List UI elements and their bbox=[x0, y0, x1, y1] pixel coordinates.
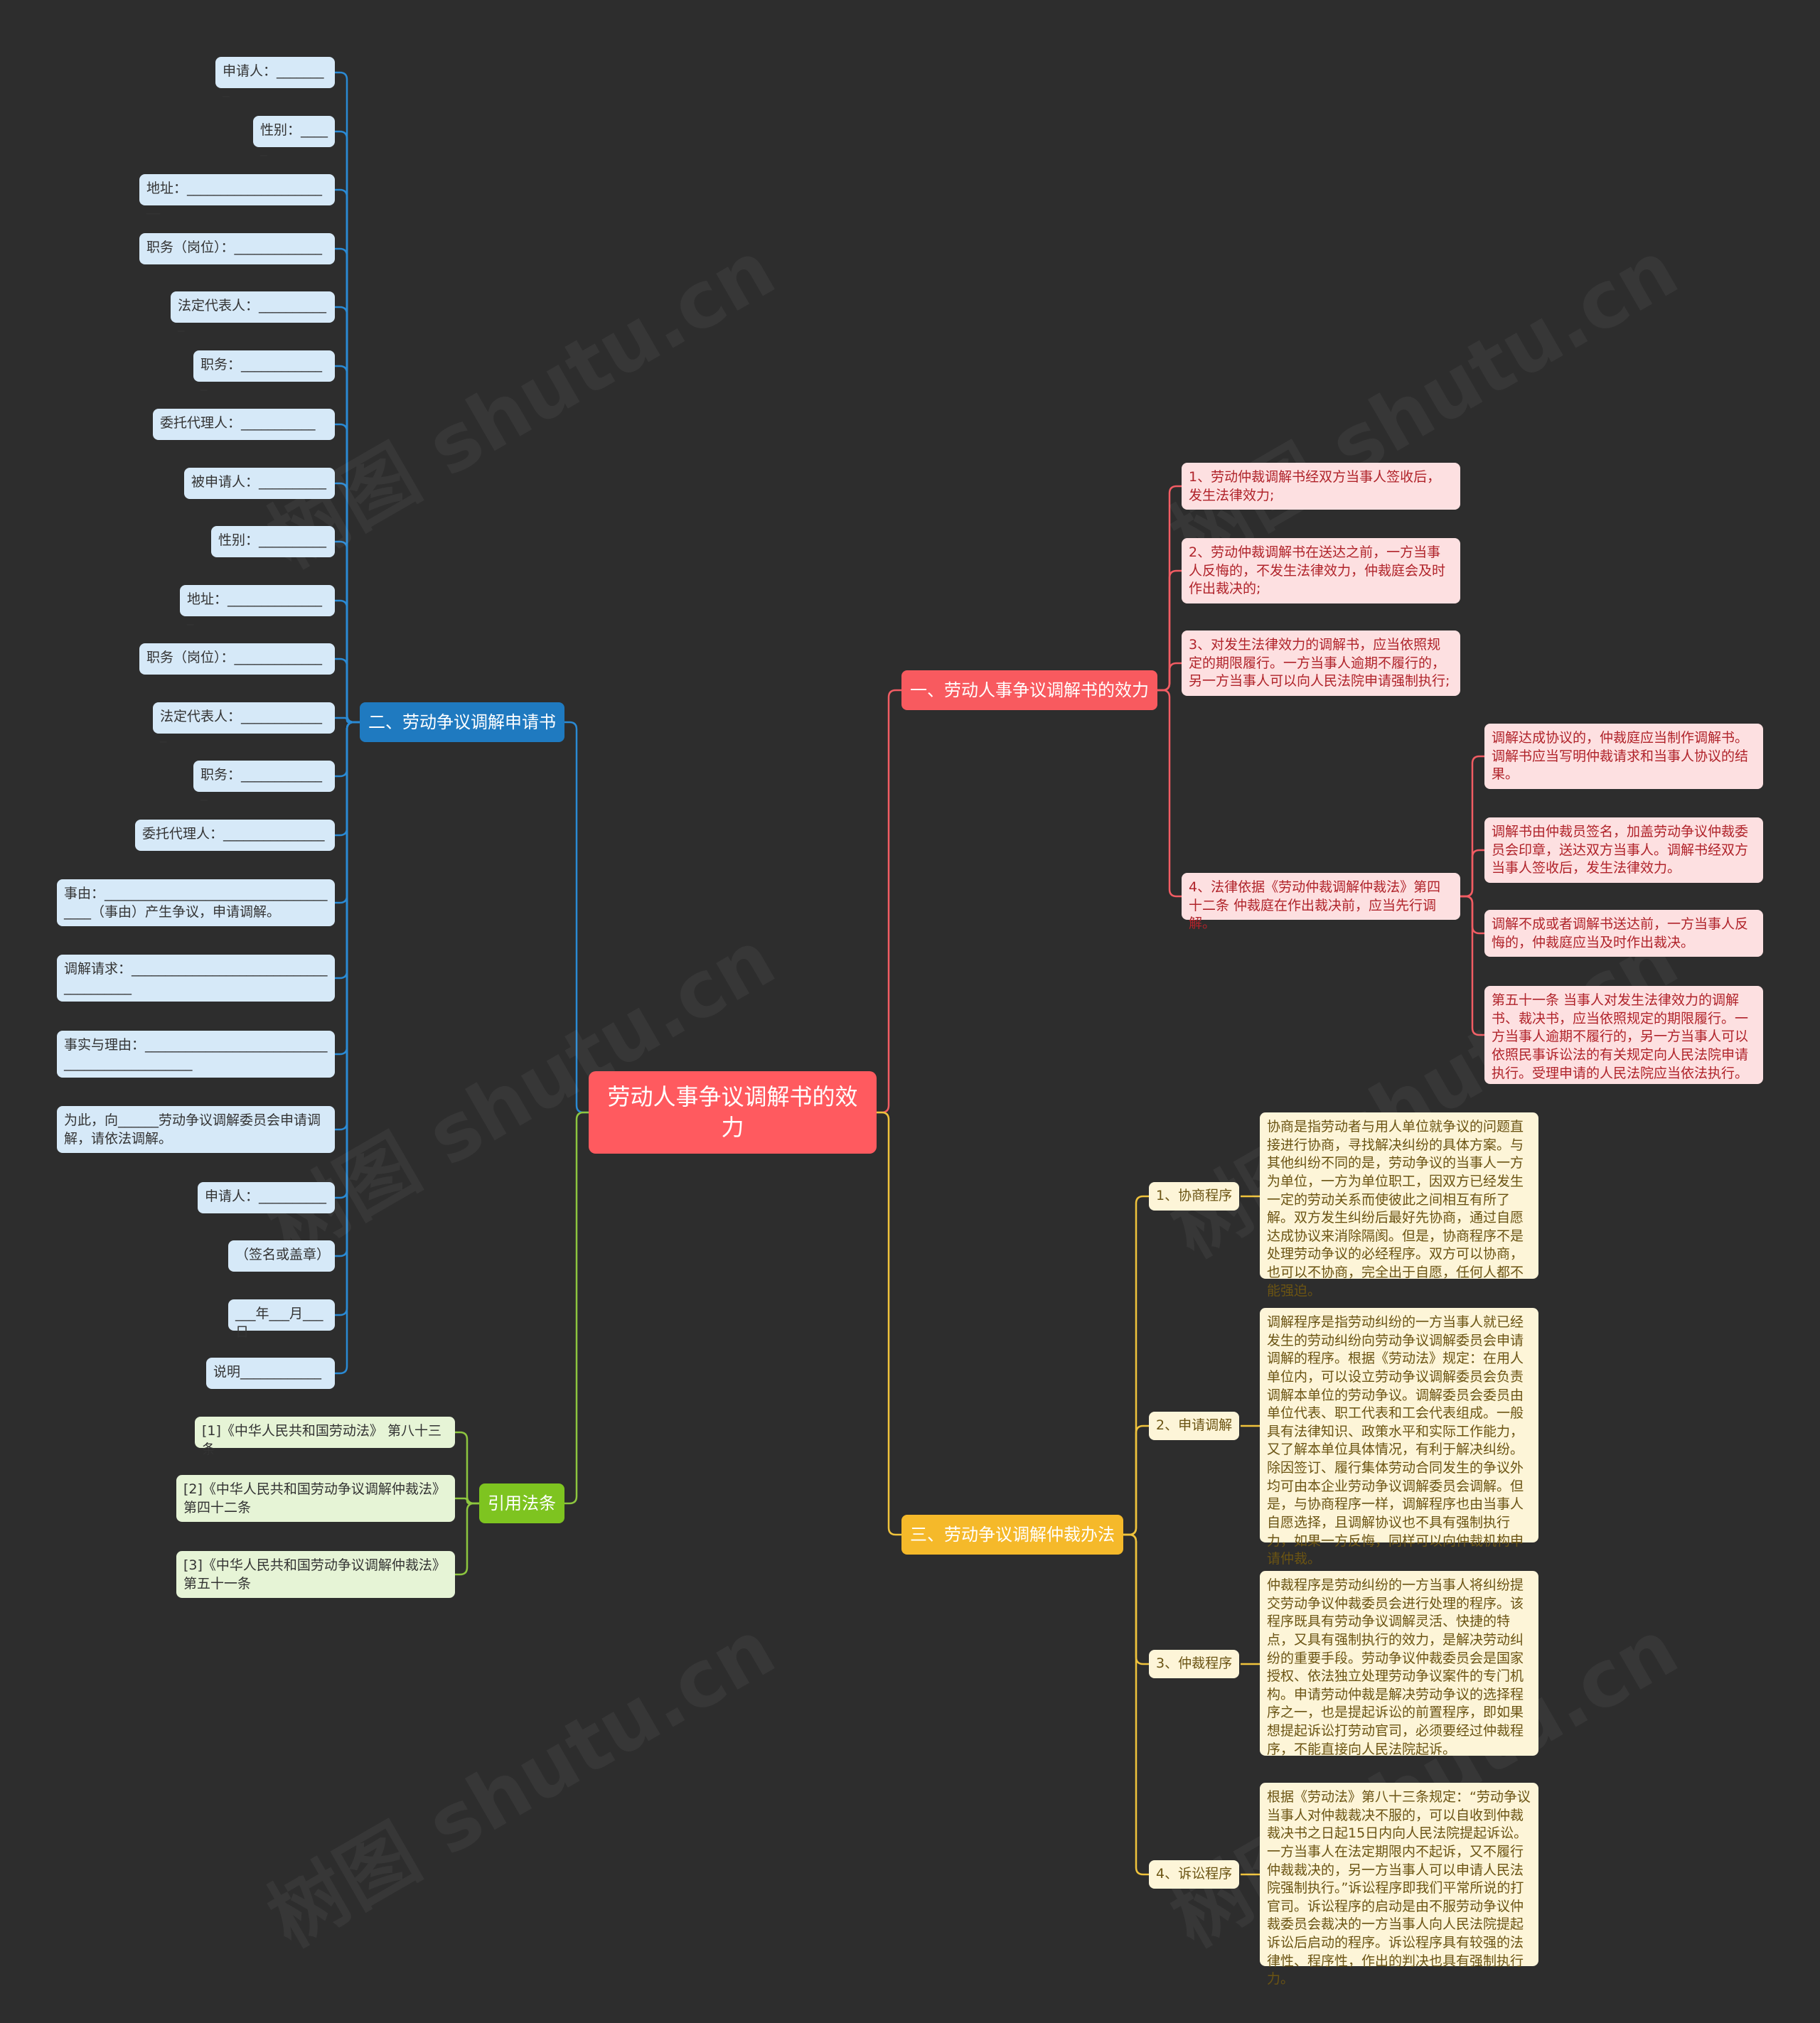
connector-form-field-11 bbox=[335, 658, 360, 724]
connector-method-4 bbox=[1123, 1533, 1149, 1876]
form-field-respondent-legal-rep[interactable]: 法定代表人：_____________ bbox=[153, 702, 335, 743]
connector-effect-4 bbox=[1155, 689, 1182, 898]
form-field-gender[interactable]: 性别：_____ bbox=[253, 116, 335, 156]
legal-basis-item-2[interactable]: 调解书由仲裁员签名，加盖劳动争议仲裁委员会印章，送达双方当事人。调解书经双方当事… bbox=[1484, 817, 1763, 883]
form-field-cause[interactable]: 事由：_____________________________________… bbox=[57, 879, 335, 926]
form-field-note[interactable]: 说明____________ bbox=[206, 1358, 335, 1389]
connector-cited-law-3 bbox=[455, 1502, 479, 1576]
connector-form-field-12 bbox=[335, 717, 360, 724]
connector-form-field-22 bbox=[335, 721, 360, 1375]
connector-legal-basis-2 bbox=[1460, 849, 1484, 898]
effect-item-2[interactable]: 2、劳动仲裁调解书在送达之前，一方当事人反悔的，不发生法律效力，仲裁庭会及时作出… bbox=[1182, 538, 1460, 603]
branch-cited-laws[interactable]: 引用法条 bbox=[479, 1483, 564, 1523]
form-field-applicant[interactable]: 申请人：________ bbox=[215, 57, 335, 97]
method-mediation[interactable]: 2、申请调解 bbox=[1149, 1412, 1240, 1440]
form-field-address[interactable]: 地址：______________________ bbox=[139, 174, 335, 215]
connector-cited-law-2 bbox=[455, 1497, 479, 1505]
form-field-position[interactable]: 职务（岗位）：_____________ bbox=[139, 233, 335, 264]
form-field-statement[interactable]: 为此，向______劳动争议调解委员会申请调解，请依法调解。 bbox=[57, 1106, 335, 1153]
form-field-respondent-address[interactable]: 地址：_______________ bbox=[180, 585, 335, 626]
cited-law-2[interactable]: [2]《中华人民共和国劳动争议调解仲裁法》 第四十二条 bbox=[176, 1475, 455, 1522]
effect-item-1[interactable]: 1、劳动仲裁调解书经双方当事人签收后，发生法律效力; bbox=[1182, 463, 1460, 510]
connector-legal-basis-4 bbox=[1460, 895, 1484, 1036]
method-litigation[interactable]: 4、诉讼程序 bbox=[1149, 1860, 1240, 1889]
branch-arbitration-methods[interactable]: 三、劳动争议调解仲裁办法 bbox=[901, 1515, 1123, 1555]
cited-law-1[interactable]: [1]《中华人民共和国劳动法》 第八十三条 bbox=[195, 1417, 455, 1457]
form-field-respondent-agent[interactable]: 委托代理人：_______________ bbox=[135, 820, 335, 851]
form-field-agent[interactable]: 委托代理人：___________ bbox=[153, 409, 335, 440]
connector-effect-2 bbox=[1155, 569, 1182, 692]
arbitration-detail[interactable]: 仲裁程序是劳动纠纷的一方当事人将纠纷提交劳动争议仲裁委员会进行处理的程序。该程序… bbox=[1260, 1571, 1538, 1757]
connector-root-branch4 bbox=[877, 1111, 901, 1536]
form-field-request[interactable]: 调解请求：___________________________________… bbox=[57, 955, 335, 1002]
connector-root-branch1 bbox=[877, 689, 901, 1114]
legal-basis-item-4[interactable]: 第五十一条 当事人对发生法律效力的调解书、裁决书，应当依照规定的期限履行。一方当… bbox=[1484, 986, 1763, 1084]
root-topic[interactable]: 劳动人事争议调解书的效力 bbox=[589, 1071, 877, 1154]
form-field-facts[interactable]: 事实与理由：__________________________________… bbox=[57, 1031, 335, 1078]
effect-item-3[interactable]: 3、对发生法律效力的调解书，应当依照规定的期限履行。一方当事人逾期不履行的，另一… bbox=[1182, 630, 1460, 696]
form-field-signer[interactable]: 申请人：__________ bbox=[198, 1182, 335, 1213]
connector-effect-1 bbox=[1155, 485, 1182, 692]
form-field-respondent[interactable]: 被申请人：__________ bbox=[184, 468, 335, 499]
branch-labor-mediation-effect[interactable]: 一、劳动人事争议调解书的效力 bbox=[901, 670, 1157, 710]
connector-root-branch3 bbox=[564, 1111, 589, 1505]
connector-root-branch2 bbox=[559, 721, 589, 1114]
cited-law-3[interactable]: [3]《中华人民共和国劳动争议调解仲裁法》 第五十一条 bbox=[176, 1551, 455, 1598]
connector-cited-law-1 bbox=[455, 1431, 479, 1505]
branch-application-form[interactable]: 二、劳动争议调解申请书 bbox=[360, 702, 564, 742]
form-field-respondent-gender[interactable]: 性别：__________ bbox=[211, 526, 335, 557]
form-field-legal-rep[interactable]: 法定代表人：___________ bbox=[171, 291, 335, 332]
negotiation-detail[interactable]: 协商是指劳动者与用人单位就争议的问题直接进行协商，寻找解决纠纷的具体方案。与其他… bbox=[1260, 1112, 1538, 1299]
connector-effect-3 bbox=[1155, 662, 1182, 692]
form-field-signature[interactable]: （签名或盖章） bbox=[228, 1240, 335, 1272]
mediation-detail[interactable]: 调解程序是指劳动纠纷的一方当事人就已经发生的劳动纠纷向劳动争议调解委员会申请调解… bbox=[1260, 1308, 1538, 1567]
legal-basis-item-3[interactable]: 调解不成或者调解书送达前，一方当事人反悔的，仲裁庭应当及时作出裁决。 bbox=[1484, 910, 1763, 957]
form-field-respondent-job[interactable]: 职务：_____________ bbox=[193, 761, 335, 801]
litigation-detail[interactable]: 根据《劳动法》第八十三条规定：“劳动争议当事人对仲裁裁决不服的，可以自收到仲裁裁… bbox=[1260, 1783, 1538, 1987]
form-field-date[interactable]: ___年___月___日 bbox=[228, 1299, 335, 1340]
method-negotiation[interactable]: 1、协商程序 bbox=[1149, 1182, 1240, 1211]
method-arbitration[interactable]: 3、仲裁程序 bbox=[1149, 1650, 1240, 1678]
effect-item-4[interactable]: 4、法律依据《劳动仲裁调解仲裁法》第四十二条 仲裁庭在作出裁决前，应当先行调解。 bbox=[1182, 873, 1460, 931]
connector-method-2 bbox=[1123, 1424, 1149, 1536]
legal-basis-item-1[interactable]: 调解达成协议的，仲裁庭应当制作调解书。调解书应当写明仲裁请求和当事人协议的结果。 bbox=[1484, 724, 1763, 789]
form-field-respondent-position[interactable]: 职务（岗位）：_____________ bbox=[139, 643, 335, 675]
form-field-job[interactable]: 职务：_____________ bbox=[193, 350, 335, 391]
